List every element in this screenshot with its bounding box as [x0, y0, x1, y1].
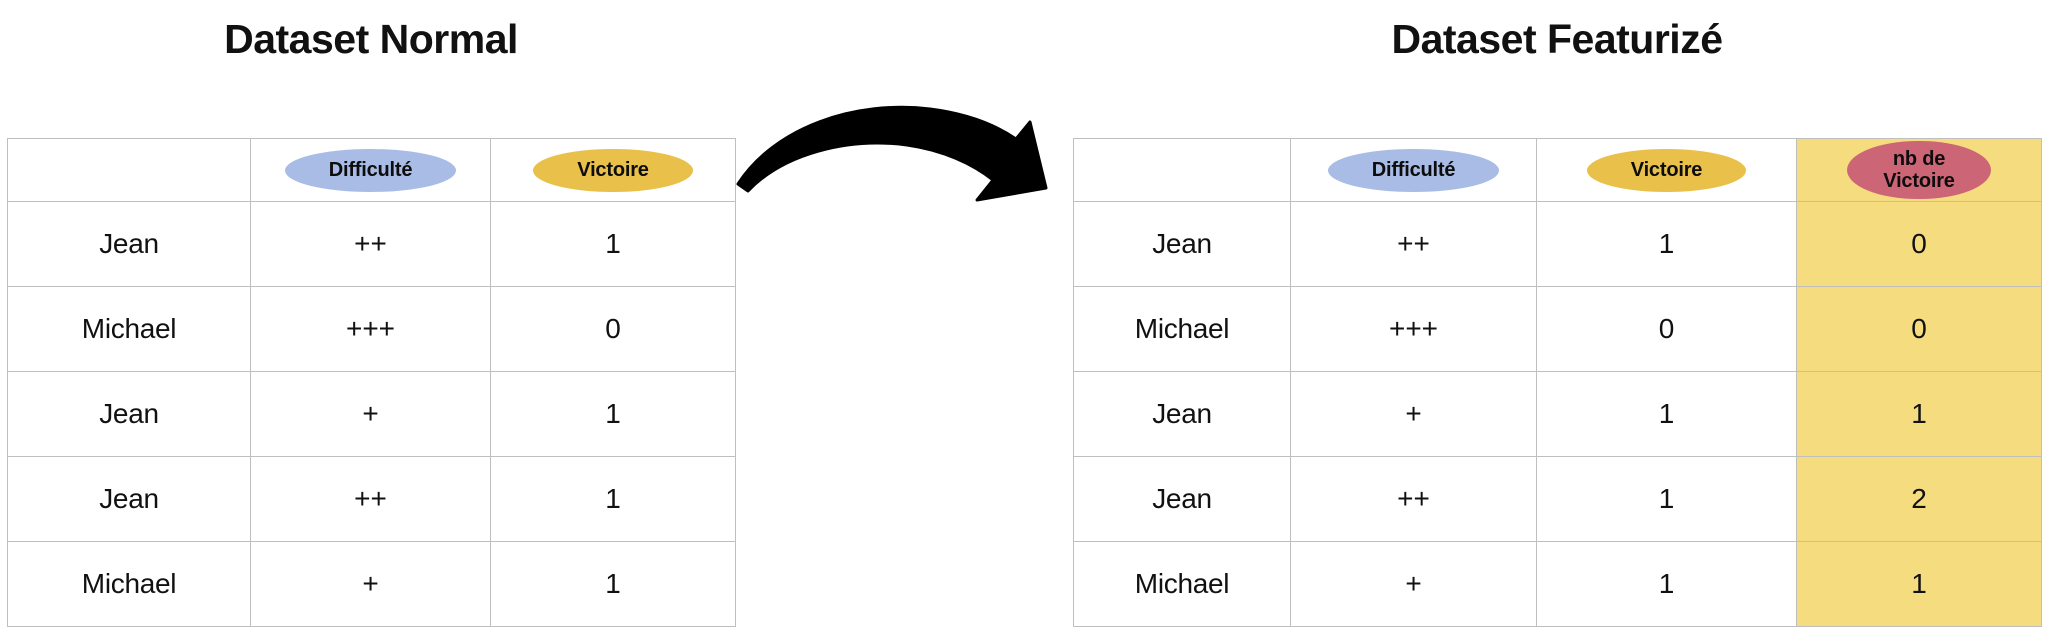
table-header-row: Difficulté Victoire: [7, 138, 736, 202]
header-cell-victoire: Victoire: [490, 138, 736, 202]
header-cell-difficulte: Difficulté: [250, 138, 491, 202]
cell-victoire: 1: [1536, 371, 1797, 457]
cell-victoire: 1: [490, 201, 736, 287]
cell-victoire: 0: [1536, 286, 1797, 372]
cell-difficulte: ++: [1290, 201, 1537, 287]
cell-difficulte: +: [1290, 371, 1537, 457]
cell-nb-de-victoire: 0: [1796, 201, 2042, 287]
cell-nb-de-victoire: 1: [1796, 371, 2042, 457]
left-dataset-panel: Dataset Normal Difficulté Victoire Jean …: [7, 0, 736, 627]
table-row: Jean ++ 1 2: [1073, 456, 2042, 542]
cell-name: Michael: [7, 541, 251, 627]
victoire-badge: Victoire: [533, 148, 693, 192]
cell-difficulte: ++: [250, 456, 491, 542]
cell-difficulte: ++: [250, 201, 491, 287]
table-row: Michael + 1 1: [1073, 541, 2042, 627]
cell-difficulte: +++: [1290, 286, 1537, 372]
cell-victoire: 1: [1536, 201, 1797, 287]
curved-right-arrow: [735, 92, 1065, 222]
cell-name: Michael: [1073, 286, 1291, 372]
table-row: Jean ++ 1: [7, 456, 736, 542]
cell-difficulte: +: [1290, 541, 1537, 627]
cell-name: Michael: [7, 286, 251, 372]
header-cell-difficulte: Difficulté: [1290, 138, 1537, 202]
table-row: Michael + 1: [7, 541, 736, 627]
cell-difficulte: +++: [250, 286, 491, 372]
cell-nb-de-victoire: 0: [1796, 286, 2042, 372]
cell-name: Jean: [7, 456, 251, 542]
cell-victoire: 1: [490, 456, 736, 542]
cell-name: Jean: [1073, 371, 1291, 457]
table-row: Michael +++ 0: [7, 286, 736, 372]
dataset-featurize-table: Difficulté Victoire nb de Victoire Jean …: [1073, 138, 2042, 627]
cell-difficulte: +: [250, 541, 491, 627]
header-cell-victoire: Victoire: [1536, 138, 1797, 202]
table-header-row: Difficulté Victoire nb de Victoire: [1073, 138, 2042, 202]
cell-victoire: 1: [490, 541, 736, 627]
table-row: Jean + 1 1: [1073, 371, 2042, 457]
table-row: Jean ++ 1: [7, 201, 736, 287]
header-cell-nb-de-victoire: nb de Victoire: [1796, 138, 2042, 202]
nb-de-victoire-badge-line2: Victoire: [1883, 170, 1955, 192]
table-row: Michael +++ 0 0: [1073, 286, 2042, 372]
right-panel-title: Dataset Featurizé: [1391, 16, 1723, 62]
header-cell-blank: [7, 138, 251, 202]
curved-right-arrow-icon: [736, 105, 1048, 202]
nb-de-victoire-badge-line1: nb de: [1892, 147, 1946, 170]
cell-name: Jean: [7, 371, 251, 457]
victoire-badge: Victoire: [1586, 148, 1747, 192]
cell-name: Michael: [1073, 541, 1291, 627]
cell-name: Jean: [1073, 201, 1291, 287]
cell-victoire: 0: [490, 286, 736, 372]
nb-de-victoire-badge: nb de Victoire: [1847, 140, 1991, 200]
difficulte-badge: Difficulté: [284, 148, 457, 192]
cell-difficulte: ++: [1290, 456, 1537, 542]
cell-victoire: 1: [1536, 456, 1797, 542]
difficulte-badge: Difficulté: [1327, 148, 1500, 192]
right-dataset-panel: Dataset Featurizé Difficulté Victoire nb…: [1073, 0, 2042, 627]
cell-victoire: 1: [1536, 541, 1797, 627]
table-row: Jean + 1: [7, 371, 736, 457]
cell-name: Jean: [1073, 456, 1291, 542]
table-row: Jean ++ 1 0: [1073, 201, 2042, 287]
dataset-normal-table: Difficulté Victoire Jean ++ 1 Michael ++…: [7, 138, 736, 627]
cell-nb-de-victoire: 2: [1796, 456, 2042, 542]
cell-name: Jean: [7, 201, 251, 287]
cell-nb-de-victoire: 1: [1796, 541, 2042, 627]
header-cell-blank: [1073, 138, 1291, 202]
cell-victoire: 1: [490, 371, 736, 457]
left-panel-title: Dataset Normal: [224, 16, 518, 62]
cell-difficulte: +: [250, 371, 491, 457]
